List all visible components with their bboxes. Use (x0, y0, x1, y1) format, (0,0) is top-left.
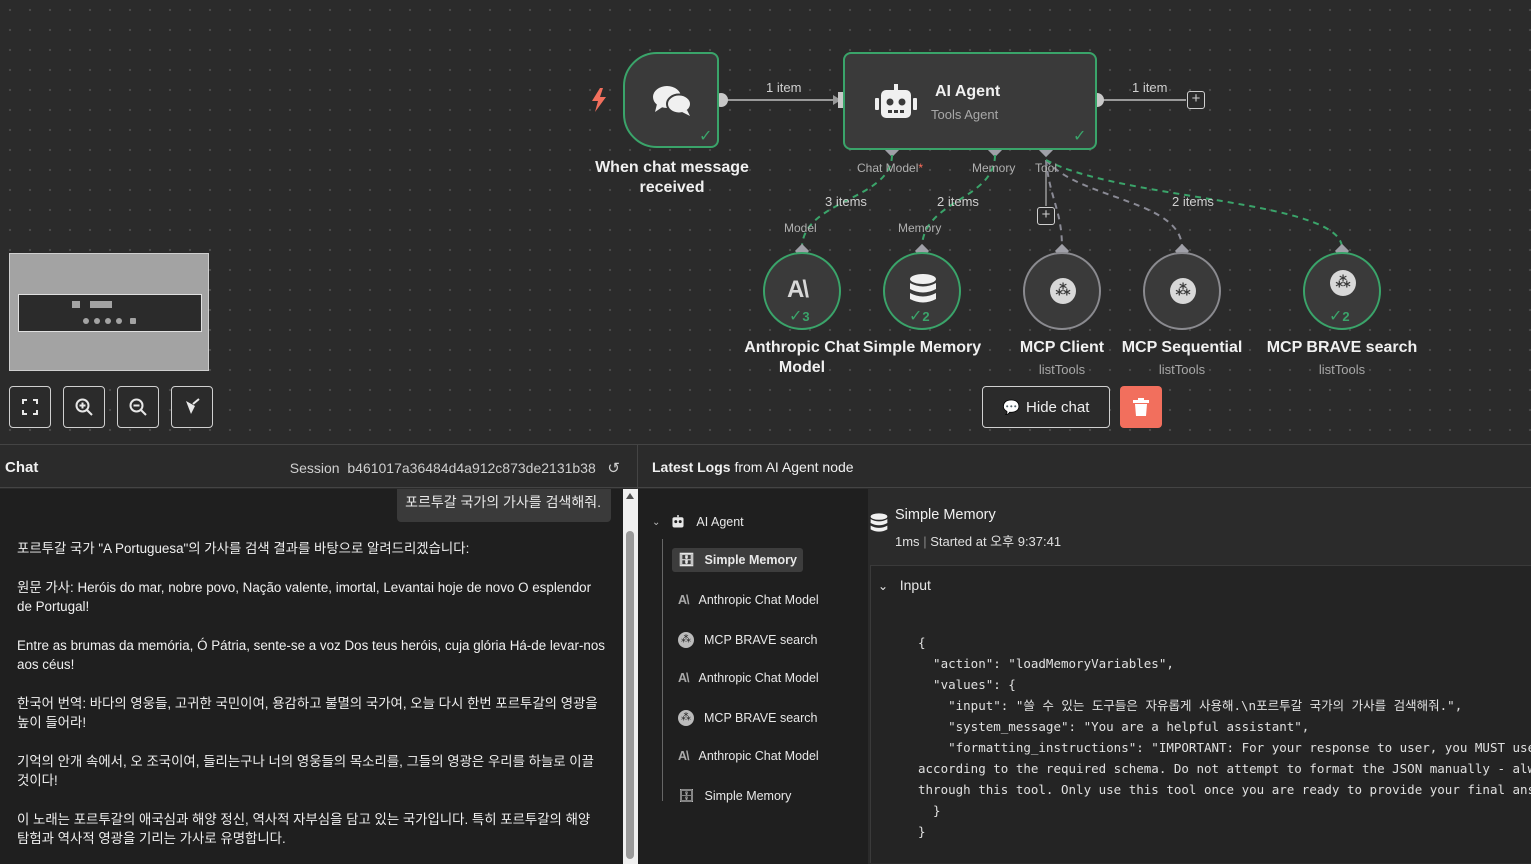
database-icon: 🗄 (678, 552, 695, 567)
port-label-tool: Tool (1035, 161, 1058, 175)
mcp-icon: ⁂ (1330, 270, 1356, 296)
agent-input-handle[interactable] (838, 92, 846, 108)
tree-root-ai-agent[interactable]: ⌄ AI Agent (652, 515, 744, 529)
success-check-icon: ✓ (1073, 128, 1087, 145)
tree-item-anthropic-3[interactable]: A\Anthropic Chat Model (678, 749, 819, 763)
session-info: Session b461017a36484d4a912c873de2131b38… (289, 460, 620, 477)
zoom-in-button[interactable] (63, 386, 105, 428)
anthropic-chat-model-node[interactable]: A\ ✓3 (763, 252, 841, 330)
add-node-plus-icon[interactable]: + (1187, 91, 1205, 109)
chat-scroll-thumb[interactable] (626, 531, 634, 859)
port-label-memory: Memory (972, 161, 1016, 175)
edge-label-agent-out: 1 item (1132, 80, 1168, 95)
delete-button[interactable] (1120, 386, 1162, 428)
mcp-sequential-node[interactable]: ⁂ (1143, 252, 1221, 330)
edge-label-trigger-agent: 1 item (766, 80, 802, 95)
mcp-icon: ⁂ (1170, 278, 1196, 304)
logs-header: Latest Logs from AI Agent node (638, 445, 1531, 488)
chat-messages[interactable]: 포르투갈 국가의 가사를 검색해줘. 포르투갈 국가 "A Portuguesa… (0, 489, 623, 864)
trigger-node[interactable]: ✓ (623, 52, 719, 148)
mcp-brave-sublabel: listTools (1318, 362, 1366, 377)
agent-title: AI Agent (935, 83, 1001, 100)
zoom-out-icon (129, 398, 147, 416)
mcp-sequential-label: MCP Sequential (1121, 339, 1243, 356)
agent-subtitle: Tools Agent (931, 107, 999, 122)
detail-meta: 1ms | Started at 오후 9:37:41 (895, 534, 1062, 549)
add-tool-plus-icon[interactable]: + (1037, 207, 1055, 225)
mcp-icon: ⁂ (678, 632, 694, 648)
sub-port-label-model: Model (784, 221, 817, 235)
workflow-canvas[interactable] (0, 0, 1531, 444)
input-section-toggle[interactable]: ⌄ Input (878, 577, 931, 593)
database-icon (870, 513, 888, 532)
hide-chat-button[interactable]: 💬 Hide chat (982, 386, 1110, 428)
mcp-client-sublabel: listTools (1038, 362, 1086, 377)
chat-bubbles-icon (653, 86, 692, 116)
hide-chat-label: Hide chat (1026, 398, 1090, 416)
mcp-brave-label: MCP BRAVE search (1266, 339, 1418, 356)
success-check-icon: ✓2 (1329, 308, 1350, 325)
zoom-in-icon (75, 398, 93, 416)
chevron-down-icon: ⌄ (878, 579, 889, 593)
tree-item-anthropic-2[interactable]: A\Anthropic Chat Model (678, 671, 819, 685)
fit-view-button[interactable] (9, 386, 51, 428)
mcp-icon: ⁂ (678, 710, 694, 726)
tidy-up-button[interactable] (171, 386, 213, 428)
ai-agent-node[interactable]: AI Agent Tools Agent ✓ (843, 52, 1097, 150)
detail-node-name: Simple Memory (895, 507, 996, 523)
mcp-brave-search-node[interactable]: ⁂ ✓2 (1303, 252, 1381, 330)
mcp-sequential-sublabel: listTools (1158, 362, 1206, 377)
trash-icon (1133, 398, 1149, 416)
trigger-node-label: When chat message received (595, 159, 749, 196)
edge-label-model-items: 3 items (825, 194, 867, 209)
user-message: 포르투갈 국가의 가사를 검색해줘. (397, 489, 611, 522)
zoom-out-button[interactable] (117, 386, 159, 428)
tree-item-brave-1[interactable]: ⁂MCP BRAVE search (678, 632, 817, 648)
logs-title: Latest Logs from AI Agent node (652, 459, 854, 475)
broom-icon (186, 398, 200, 414)
sub-port-label-memory: Memory (898, 221, 942, 235)
chevron-down-icon: ⌄ (652, 516, 661, 528)
mcp-icon: ⁂ (1050, 278, 1076, 304)
session-id: b461017a36484d4a912c873de2131b38 (347, 460, 596, 476)
chat-panel: Chat Session b461017a36484d4a912c873de21… (0, 444, 638, 864)
mcp-client-label: MCP Client (1019, 339, 1105, 356)
anthropic-icon: A\ (678, 593, 689, 607)
robot-icon (672, 515, 684, 528)
tree-item-simple-memory-1[interactable]: 🗄Simple Memory (672, 548, 803, 572)
simple-memory-node[interactable]: ✓2 (883, 252, 961, 330)
input-section (870, 565, 1531, 863)
memory-node-label: Simple Memory (862, 339, 982, 356)
tree-connector (662, 539, 663, 801)
tree-item-simple-memory-2[interactable]: 🗄Simple Memory (678, 788, 792, 803)
input-json-viewport[interactable]: { "action": "loadMemoryVariables", "valu… (870, 610, 1531, 863)
database-icon: 🗄 (678, 788, 695, 803)
input-json: { "action": "loadMemoryVariables", "valu… (918, 635, 1531, 839)
anthropic-icon: A\ (678, 671, 689, 685)
chat-header: Chat Session b461017a36484d4a912c873de21… (0, 445, 637, 488)
lightning-icon (592, 88, 606, 112)
fit-view-icon (22, 399, 38, 415)
minimap-viewport[interactable] (18, 294, 202, 332)
database-icon (910, 274, 936, 303)
chat-bubble-icon: 💬 (1002, 398, 1021, 415)
port-label-chat-model: Chat Model* (857, 161, 924, 175)
chat-scrollbar[interactable] (623, 489, 638, 864)
bot-message: 포르투갈 국가 "A Portuguesa"의 가사를 검색 결과를 바탕으로 … (17, 541, 605, 846)
edge-label-memory-items: 2 items (937, 194, 979, 209)
success-check-icon: ✓2 (909, 308, 930, 325)
robot-icon (875, 84, 917, 118)
tree-item-anthropic-1[interactable]: A\Anthropic Chat Model (678, 593, 819, 607)
reset-session-icon[interactable]: ↺ (607, 460, 620, 477)
mcp-client-node[interactable]: ⁂ (1023, 252, 1101, 330)
anthropic-icon: A\ (787, 276, 809, 303)
chat-title: Chat (5, 459, 39, 476)
success-check-icon: ✓3 (789, 308, 810, 325)
success-check-icon: ✓ (699, 128, 713, 145)
tree-item-brave-2[interactable]: ⁂MCP BRAVE search (678, 710, 817, 726)
edge-label-tool-items: 2 items (1172, 194, 1214, 209)
anthropic-icon: A\ (678, 749, 689, 763)
minimap[interactable] (9, 253, 209, 371)
